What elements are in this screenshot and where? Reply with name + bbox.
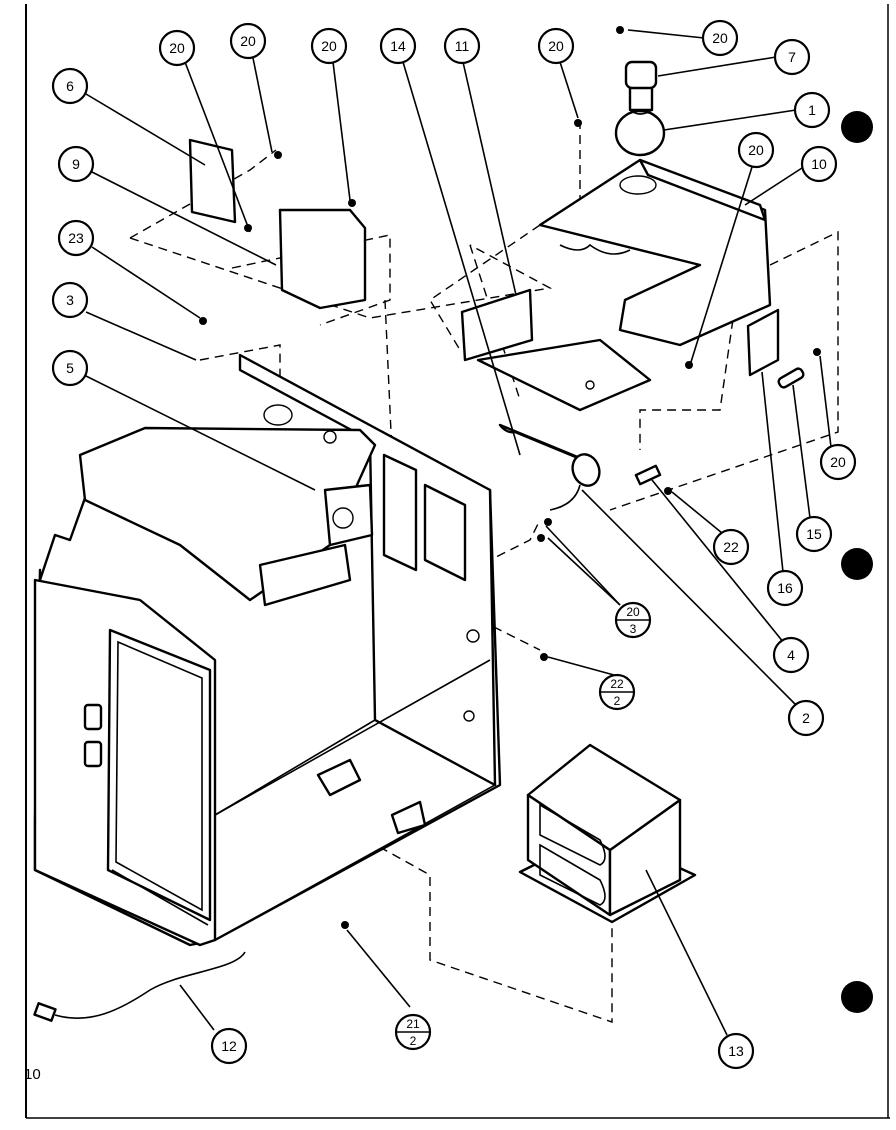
callout-10: 10 bbox=[800, 145, 838, 183]
top-shield bbox=[538, 158, 772, 347]
callout-1: 1 bbox=[793, 91, 831, 129]
svg-text:2: 2 bbox=[614, 694, 621, 708]
callout-22: 22 bbox=[712, 528, 750, 566]
registration-dot-top bbox=[841, 111, 873, 143]
leader-lines bbox=[85, 29, 832, 1036]
page-frame bbox=[25, 4, 890, 1119]
svg-text:20: 20 bbox=[748, 142, 764, 158]
split-callout-20-3: 20 3 bbox=[614, 601, 652, 639]
svg-text:11: 11 bbox=[455, 38, 470, 54]
magnetron-bracket bbox=[460, 288, 652, 412]
callout-2: 2 bbox=[787, 699, 825, 737]
svg-text:22: 22 bbox=[610, 677, 624, 691]
fuse bbox=[777, 367, 805, 389]
svg-text:12: 12 bbox=[221, 1038, 237, 1054]
svg-text:2: 2 bbox=[410, 1034, 417, 1048]
svg-text:10: 10 bbox=[811, 156, 827, 172]
callout-5: 5 bbox=[51, 349, 89, 387]
svg-text:20: 20 bbox=[548, 38, 564, 54]
svg-text:3: 3 bbox=[630, 622, 637, 636]
callout-12: 12 bbox=[210, 1027, 248, 1065]
page-number: 10 bbox=[24, 1066, 41, 1083]
screws bbox=[199, 26, 821, 929]
callout-20-a: 20 bbox=[158, 29, 196, 67]
callout-14: 14 bbox=[379, 27, 417, 65]
callout-16: 16 bbox=[766, 569, 804, 607]
svg-text:23: 23 bbox=[68, 230, 84, 246]
svg-text:7: 7 bbox=[788, 49, 796, 65]
power-cord bbox=[33, 951, 246, 1022]
svg-text:14: 14 bbox=[390, 38, 406, 54]
svg-text:13: 13 bbox=[728, 1043, 744, 1059]
svg-text:16: 16 bbox=[777, 580, 793, 596]
callout-20-g: 20 bbox=[819, 443, 857, 481]
svg-text:20: 20 bbox=[712, 30, 728, 46]
callout-23: 23 bbox=[57, 219, 95, 257]
svg-text:20: 20 bbox=[830, 454, 846, 470]
callout-15: 15 bbox=[795, 515, 833, 553]
transformer bbox=[518, 743, 697, 924]
svg-text:5: 5 bbox=[66, 360, 74, 376]
svg-text:22: 22 bbox=[723, 539, 739, 555]
svg-text:4: 4 bbox=[787, 647, 795, 663]
svg-text:6: 6 bbox=[66, 78, 74, 94]
callout-3: 3 bbox=[51, 281, 89, 319]
callout-9: 9 bbox=[57, 145, 95, 183]
svg-text:20: 20 bbox=[169, 40, 185, 56]
svg-text:15: 15 bbox=[806, 526, 822, 542]
callout-7: 7 bbox=[773, 38, 811, 76]
bracket-9 bbox=[278, 208, 367, 310]
callout-20-c: 20 bbox=[310, 27, 348, 65]
svg-text:3: 3 bbox=[66, 292, 74, 308]
split-callout-22-2: 22 2 bbox=[598, 673, 636, 711]
svg-text:21: 21 bbox=[406, 1017, 420, 1031]
svg-text:20: 20 bbox=[626, 605, 640, 619]
terminal-board bbox=[746, 308, 780, 377]
callout-11: 11 bbox=[443, 27, 481, 65]
callout-bubbles: 20 20 20 14 11 20 20 7 1 20 10 6 9 23 3 … bbox=[51, 19, 857, 1070]
callout-4: 4 bbox=[772, 636, 810, 674]
callout-20-e: 20 bbox=[701, 19, 739, 57]
callout-20-d: 20 bbox=[537, 27, 575, 65]
split-callout-21-2: 21 2 bbox=[394, 1013, 432, 1051]
callout-20-f: 20 bbox=[737, 131, 775, 169]
capacitor bbox=[498, 423, 601, 511]
cabinet-base bbox=[33, 353, 502, 947]
callout-6: 6 bbox=[51, 67, 89, 105]
svg-text:9: 9 bbox=[72, 156, 80, 172]
callout-13: 13 bbox=[717, 1032, 755, 1070]
svg-text:1: 1 bbox=[808, 102, 816, 118]
diode bbox=[634, 464, 662, 486]
svg-text:2: 2 bbox=[802, 710, 810, 726]
bracket-6 bbox=[188, 138, 237, 224]
oven-lamp bbox=[614, 60, 666, 157]
svg-text:20: 20 bbox=[240, 33, 256, 49]
registration-dot-middle bbox=[841, 548, 873, 580]
svg-text:20: 20 bbox=[321, 38, 337, 54]
registration-dot-bottom bbox=[841, 981, 873, 1013]
callout-20-b: 20 bbox=[229, 22, 267, 60]
